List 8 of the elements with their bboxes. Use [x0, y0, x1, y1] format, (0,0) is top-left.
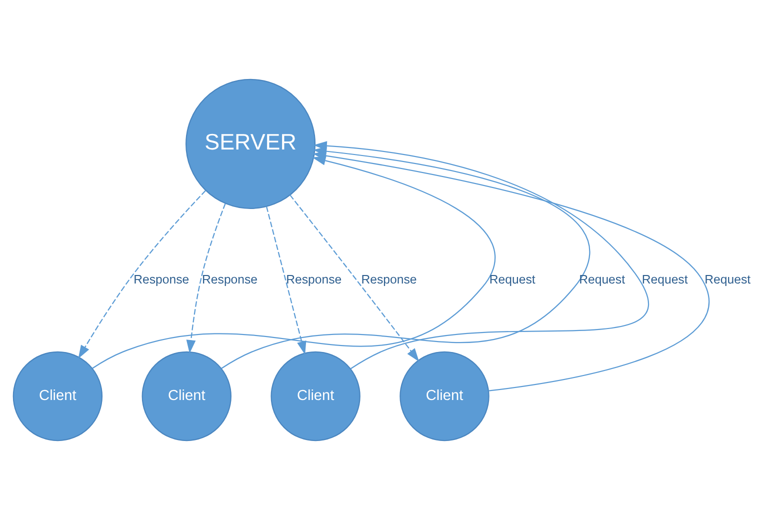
- edge-label: Response: [134, 272, 190, 286]
- edge-label: Response: [361, 272, 417, 286]
- edge-label: Response: [286, 272, 342, 286]
- edge-label: Response: [202, 272, 258, 286]
- edge-label: Request: [579, 272, 625, 286]
- edge-label: Request: [704, 272, 751, 286]
- edge-label: Request: [642, 272, 688, 286]
- edge-label: Request: [489, 272, 536, 286]
